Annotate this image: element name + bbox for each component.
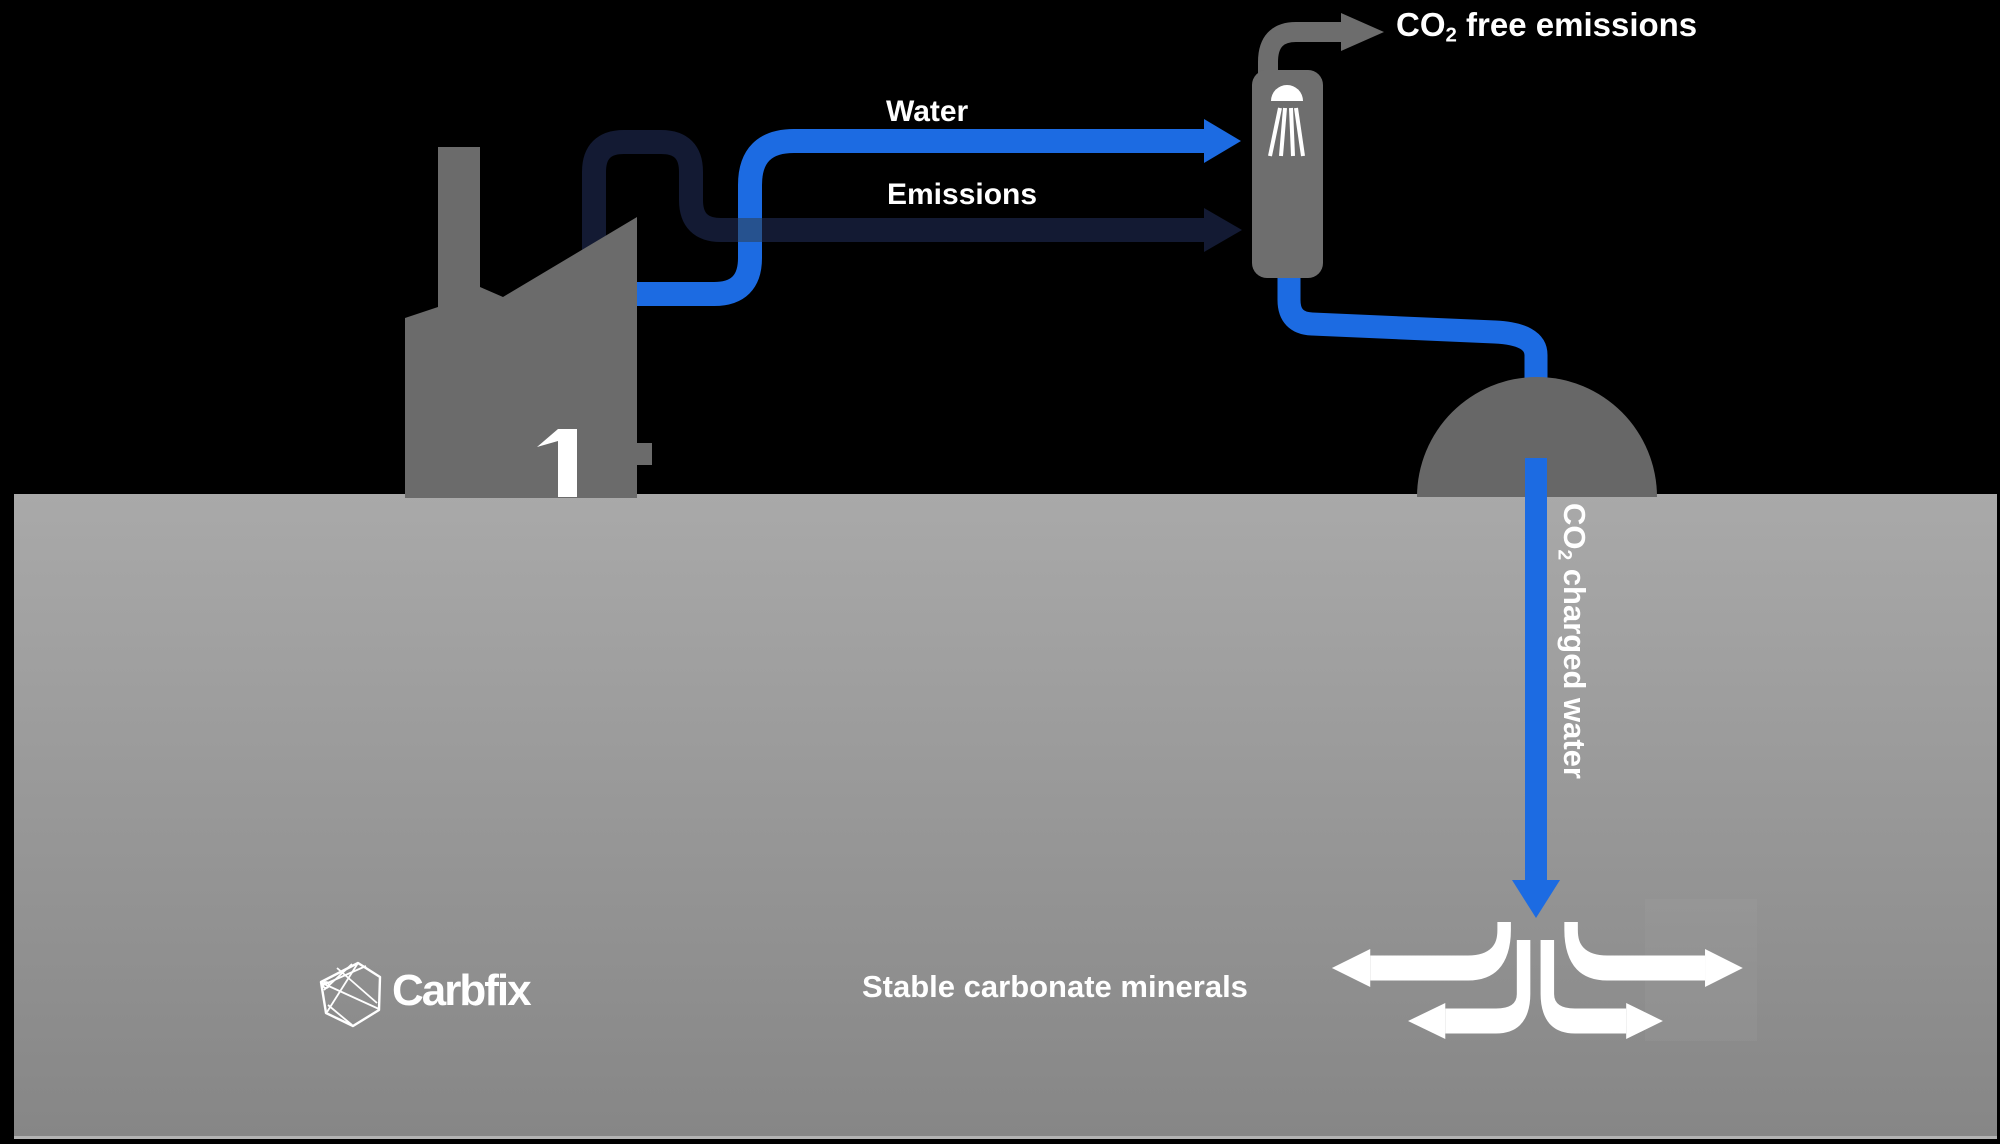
mineral-spread-arrows-icon <box>1331 922 1743 1039</box>
injection-pipe <box>1277 272 1548 380</box>
scrubber-tower-icon <box>1252 13 1384 278</box>
stable-carbonate-minerals-label: Stable carbonate minerals <box>862 969 1248 1004</box>
co2-free-subscript: 2 <box>1445 23 1457 47</box>
emissions-arrowhead <box>1204 208 1242 252</box>
injection-wellhead-dome-icon <box>1417 377 1657 497</box>
co2-charged-prefix: CO <box>1557 503 1592 550</box>
water-pipe <box>636 119 1241 306</box>
water-arrowhead <box>1204 119 1241 163</box>
co2-charged-subscript: 2 <box>1553 549 1575 561</box>
factory-icon <box>405 147 652 498</box>
co2-charged-water-label: CO2 charged water <box>1553 503 1592 779</box>
ground <box>14 494 1997 1139</box>
co2-free-exhaust-arrow-icon <box>1258 13 1384 80</box>
factory-door-icon <box>537 429 577 497</box>
shower-head-icon <box>1268 85 1305 157</box>
co2-free-emissions-label: CO2 free emissions <box>1396 6 1698 47</box>
co2-charged-water-arrow-icon <box>1512 458 1560 918</box>
pipe-crossing <box>738 218 762 242</box>
water-label: Water <box>886 95 969 128</box>
carbfix-wordmark: Carbfix <box>392 966 532 1015</box>
emissions-label: Emissions <box>887 178 1038 211</box>
co2-free-prefix: CO <box>1396 6 1446 43</box>
carbfix-hexagon-logo-icon <box>319 961 382 1028</box>
co2-charged-rest: charged water <box>1557 560 1592 779</box>
co2-free-rest: free emissions <box>1456 6 1698 43</box>
emissions-pipe <box>582 130 1242 266</box>
